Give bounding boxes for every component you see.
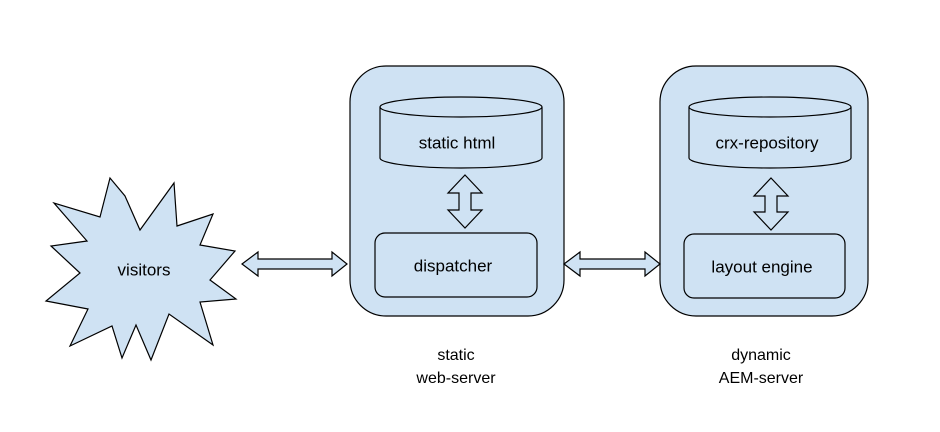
layout-engine-label: layout engine xyxy=(711,257,812,276)
visitors-label: visitors xyxy=(118,260,171,279)
visitors-node: visitors xyxy=(44,176,238,362)
static-html-dispatcher-arrow xyxy=(446,174,484,229)
static-web-server-caption-line1: static xyxy=(437,347,474,364)
static-web-server-group: static html dispatcher xyxy=(349,65,565,317)
crx-repository-label: crx-repository xyxy=(716,133,819,152)
visitors-dispatcher-arrow xyxy=(241,250,348,278)
layout-engine-node: layout engine xyxy=(683,233,846,299)
dynamic-aem-server-caption-line1: dynamic xyxy=(731,347,791,364)
dynamic-aem-server-group: crx-repository layout engine xyxy=(659,65,869,317)
crx-repository-cylinder-top xyxy=(688,96,852,118)
layout-engine-box xyxy=(683,233,846,299)
static-html-label: static html xyxy=(419,133,496,152)
static-html-cylinder-top xyxy=(379,96,543,118)
static-web-server-caption-line2: web-server xyxy=(415,370,496,387)
dispatcher-label: dispatcher xyxy=(414,256,493,275)
static-html-cylinder-body xyxy=(379,107,543,169)
crx-repository-node: crx-repository xyxy=(688,96,852,169)
static-html-node: static html xyxy=(379,96,543,169)
dynamic-aem-server-caption: dynamic AEM-server xyxy=(719,347,804,387)
dispatcher-box xyxy=(374,232,538,298)
crx-layout-arrow xyxy=(752,177,790,231)
static-web-server-caption: static web-server xyxy=(415,347,496,387)
dynamic-aem-server-caption-line2: AEM-server xyxy=(719,370,804,387)
dispatcher-node: dispatcher xyxy=(374,232,538,298)
visitors-starburst-shape xyxy=(44,176,238,362)
crx-repository-cylinder-body xyxy=(688,107,852,169)
dispatcher-layout-arrow xyxy=(563,250,661,278)
